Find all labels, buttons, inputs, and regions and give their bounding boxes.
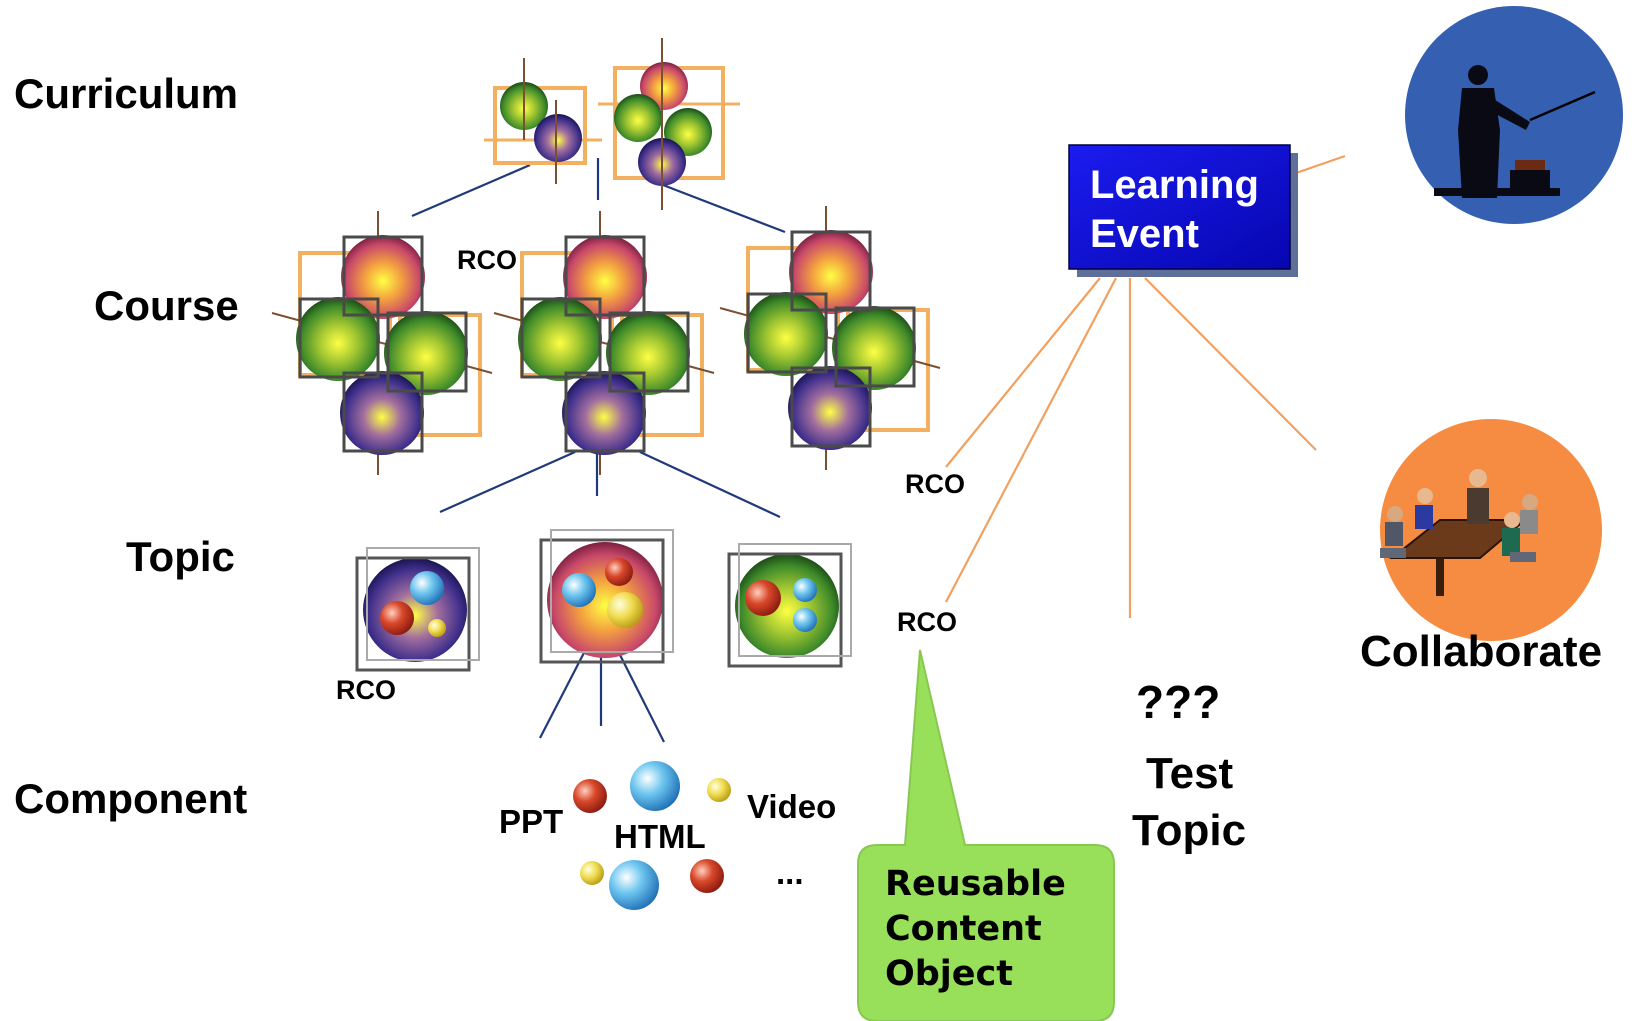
callout-line1: Reusable (885, 864, 1066, 904)
component-label-video: Video (747, 788, 836, 825)
meeting-icon (1380, 469, 1538, 596)
instructor-circle (1405, 6, 1623, 224)
collaborate-label: Collaborate (1360, 627, 1602, 676)
component-label-ppt: PPT (499, 803, 563, 840)
rco-label-course: RCO (457, 245, 517, 275)
level-label-topic: Topic (126, 533, 235, 580)
level-label-curriculum: Curriculum (14, 70, 238, 117)
component-label-ellipsis: ... (776, 854, 804, 891)
learning-event-line1: Learning (1090, 163, 1259, 207)
curriculum-cluster-left (484, 58, 602, 184)
question-marks-icon: ??? (1136, 676, 1220, 728)
topic-sphere-2 (539, 529, 674, 664)
topic-sphere-1 (355, 547, 480, 672)
component-balls (573, 761, 731, 910)
curriculum-graphic (484, 38, 740, 210)
callout-line3: Object (885, 954, 1013, 994)
collaborate-circle (1380, 419, 1602, 641)
rco-label-course-3: RCO (905, 469, 965, 499)
curriculum-cluster-right (598, 38, 740, 210)
course-cluster-1 (271, 211, 493, 475)
callout-line2: Content (885, 909, 1042, 949)
rco-callout: Reusable Content Object (857, 649, 1115, 1021)
rco-label-topic-1: RCO (336, 675, 396, 705)
instructor-icon (1434, 65, 1560, 198)
learning-event-connectors (945, 154, 1346, 618)
learning-event-line2: Event (1090, 212, 1199, 256)
course-cluster-2 (493, 211, 715, 475)
rco-label-topic-3: RCO (897, 607, 957, 637)
topic-sphere-3 (727, 543, 852, 668)
level-label-component: Component (14, 775, 247, 822)
component-label-html: HTML (614, 818, 706, 855)
test-topic-line2: Topic (1132, 806, 1246, 855)
learning-event-box: Learning Event (1068, 144, 1298, 277)
test-topic-line1: Test (1146, 749, 1234, 798)
course-cluster-3 (719, 206, 941, 470)
level-label-course: Course (94, 282, 239, 329)
